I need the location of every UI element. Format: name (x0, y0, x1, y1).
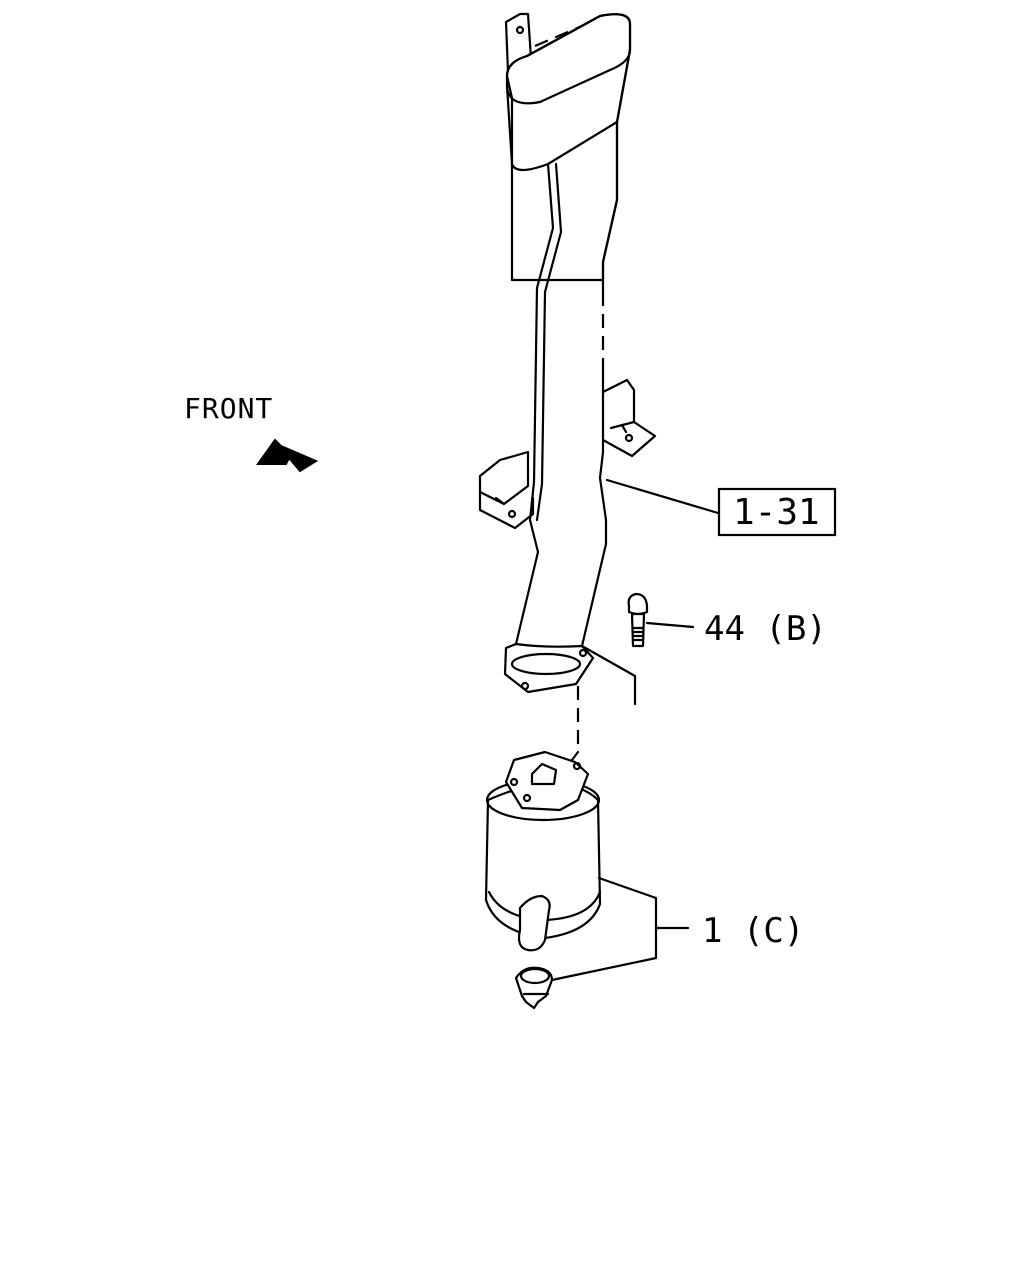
front-label: FRONT (184, 392, 273, 425)
pipe-ref-box (717, 487, 837, 537)
bolt-44 (627, 592, 695, 648)
front-arrow-icon (256, 438, 319, 473)
catalytic-converter (484, 750, 602, 952)
bolt-label: 44 (B) (704, 609, 827, 649)
pipe-leader-line (605, 478, 720, 515)
converter-plug (514, 966, 554, 1010)
pipe-ref-label: 1-31 (733, 492, 820, 533)
front-indicator: FRONT (184, 392, 319, 473)
exhaust-front-pipe (478, 12, 657, 706)
converter-leader-bracket (550, 876, 690, 982)
converter-label: 1 (C) (702, 911, 804, 951)
